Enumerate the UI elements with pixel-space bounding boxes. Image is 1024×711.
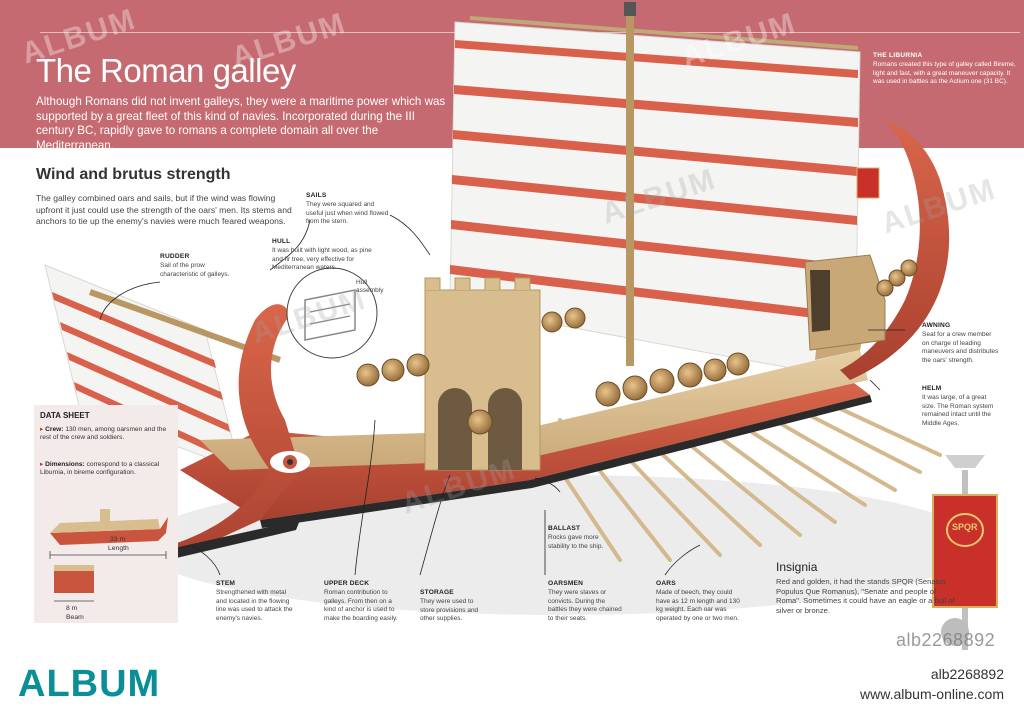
liburnia-text: Romans created this type of galley calle… xyxy=(873,61,1016,86)
data-sheet: DATA SHEET ▸ Crew: 130 men, among oarsme… xyxy=(34,405,178,623)
stern-banner xyxy=(856,167,880,199)
tower xyxy=(424,277,541,471)
callout-sails: SAILS They were squared and useful just … xyxy=(306,192,392,227)
mast-top xyxy=(624,2,636,16)
dimensions-label: Dimensions: xyxy=(45,461,85,468)
callout-hull-assembly: Hull assembly xyxy=(356,279,384,295)
crew-label: Crew: xyxy=(45,426,64,433)
main-sail xyxy=(449,16,861,381)
liburnia-note: THE LIBURNIA Romans created this type of… xyxy=(873,52,1023,87)
callout-helm: HELM It was large, of a great size. The … xyxy=(922,385,1000,428)
callout-heading: STORAGE xyxy=(420,589,454,596)
callout-oarsmen: OARSMEN They were slaves or convicts. Du… xyxy=(548,580,622,623)
callout-text: They were slaves or convicts. During the… xyxy=(548,589,622,622)
footer: ALBUM alb2268892 www.album-online.com xyxy=(0,658,1024,711)
site-url[interactable]: www.album-online.com xyxy=(860,686,1004,702)
callout-hull: HULL It was built with light wood, as pi… xyxy=(272,238,372,273)
callout-text: Rocks gave more stability to the ship. xyxy=(548,534,604,550)
callout-oars: OARS Made of beech, they could have as 1… xyxy=(656,580,746,623)
data-sheet-dimensions: ▸ Dimensions: correspond to a classical … xyxy=(40,461,174,478)
callout-heading: UPPER DECK xyxy=(324,580,370,587)
callout-heading: AWNING xyxy=(922,322,951,329)
callout-heading: OARSMEN xyxy=(548,580,584,587)
album-logo: ALBUM xyxy=(18,663,161,705)
watermark-code: alb2268892 xyxy=(896,630,996,650)
callout-text: Strengthened with metal and located in t… xyxy=(216,589,293,622)
insignia-text: Red and golden, it had the stands SPQR (… xyxy=(776,577,955,615)
section-title: Wind and brutus strength xyxy=(36,166,231,183)
callout-text: They were squared and useful just when w… xyxy=(306,201,389,226)
section-body: The galley combined oars and sails, but … xyxy=(36,193,292,226)
insignia-note: Insignia Red and golden, it had the stan… xyxy=(776,560,956,615)
hull-assembly-detail xyxy=(286,267,378,359)
banner-text: SPQR xyxy=(952,522,978,532)
beam-label: Beam xyxy=(66,614,84,621)
callout-text: It was built with light wood, as pine an… xyxy=(272,247,372,272)
callout-heading: OARS xyxy=(656,580,676,587)
bullet-icon: ▸ xyxy=(40,426,44,433)
intro-text: Although Romans did not invent galleys, … xyxy=(36,95,446,152)
image-id: alb2268892 xyxy=(930,666,1004,682)
callout-storage: STORAGE They were used to store provisio… xyxy=(420,589,488,624)
callout-heading: HELM xyxy=(922,385,942,392)
beam-value: 8 m xyxy=(66,605,78,612)
crew-text: 130 men, among oarsmen and the rest of t… xyxy=(40,426,167,442)
data-sheet-title: DATA SHEET xyxy=(40,411,90,420)
mast xyxy=(626,6,634,366)
callout-text: Sail of the prow characteristic of galle… xyxy=(160,262,230,278)
callout-heading: BALLAST xyxy=(548,525,581,532)
callout-text: Roman contribution to galleys. From then… xyxy=(324,589,398,622)
callout-rudder: RUDDER Sail of the prow characteristic o… xyxy=(160,253,232,279)
callout-text: Seat for a crew member on charge of lead… xyxy=(922,331,999,364)
callout-ballast: BALLAST Rocks gave more stability to the… xyxy=(548,525,618,551)
data-sheet-crew: ▸ Crew: 130 men, among oarsmen and the r… xyxy=(40,426,174,443)
callout-text: Made of beech, they could have as 12 m l… xyxy=(656,589,740,622)
length-value: 33 m xyxy=(110,536,126,543)
insignia-standard xyxy=(932,455,998,650)
insignia-title: Insignia xyxy=(776,560,818,574)
bullet-icon: ▸ xyxy=(40,461,44,468)
callout-upper-deck: UPPER DECK Roman contribution to galleys… xyxy=(324,580,402,623)
dimensions-text: correspond to a classical Liburnia, in b… xyxy=(40,461,160,477)
shields xyxy=(356,259,918,435)
callout-awning: AWNING Seat for a crew member on charge … xyxy=(922,322,1000,365)
callout-text: It was large, of a great size. The Roman… xyxy=(922,394,994,427)
leader-lines xyxy=(99,214,905,576)
callout-heading: RUDDER xyxy=(160,253,190,260)
front-sail xyxy=(44,264,282,471)
callout-heading: SAILS xyxy=(306,192,327,199)
dimension-diagram xyxy=(49,509,168,602)
infographic-page: ALBUM ALBUM ALBUM ALBUM ALBUM ALBUM ALBU… xyxy=(0,0,1024,650)
callout-heading: STEM xyxy=(216,580,236,587)
liburnia-heading: THE LIBURNIA xyxy=(873,52,923,59)
callout-stem: STEM Strengthened with metal and located… xyxy=(216,580,296,623)
galley-illustration xyxy=(44,2,998,650)
length-label: Length xyxy=(108,545,129,552)
callout-text: They were used to store provisions and o… xyxy=(420,598,479,623)
callout-heading: HULL xyxy=(272,238,291,245)
page-title: The Roman galley xyxy=(36,52,296,89)
